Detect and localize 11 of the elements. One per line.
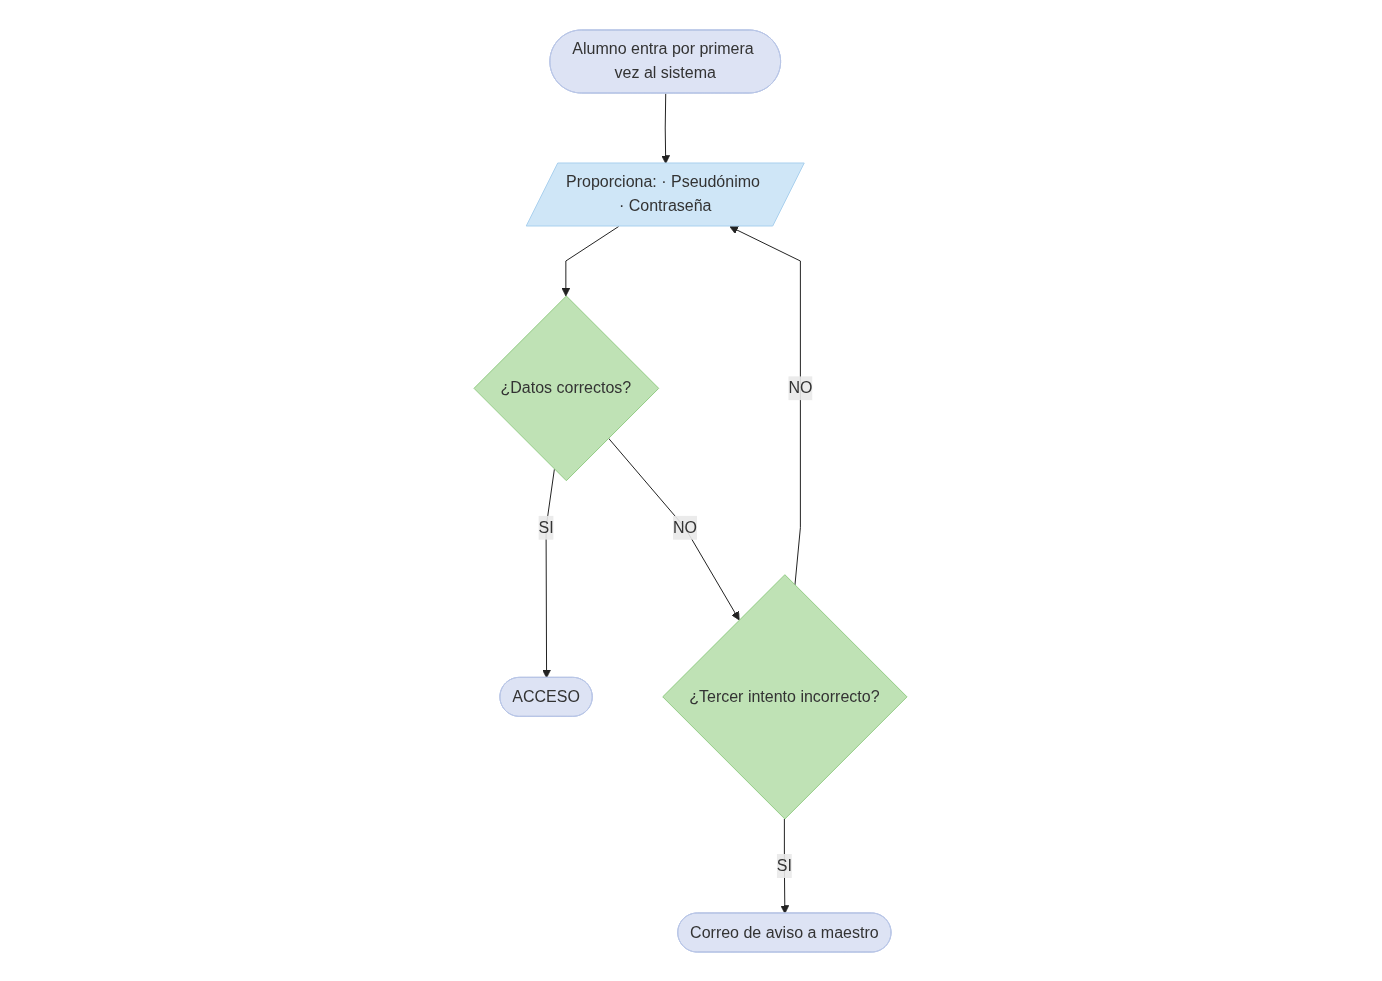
arrow — [561, 225, 620, 296]
edge-label: SI — [539, 518, 555, 536]
node-diamond: ¿Tercer intento incorrecto? — [662, 573, 908, 819]
arrow — [608, 437, 741, 620]
arrow — [542, 468, 556, 678]
edge-label: NO — [788, 378, 813, 396]
arrow — [780, 818, 790, 914]
edge-label: SI — [777, 856, 793, 874]
node-diamond: ¿Datos correctos? — [474, 295, 660, 481]
edge-label: NO — [673, 518, 698, 536]
arrow — [661, 92, 671, 164]
